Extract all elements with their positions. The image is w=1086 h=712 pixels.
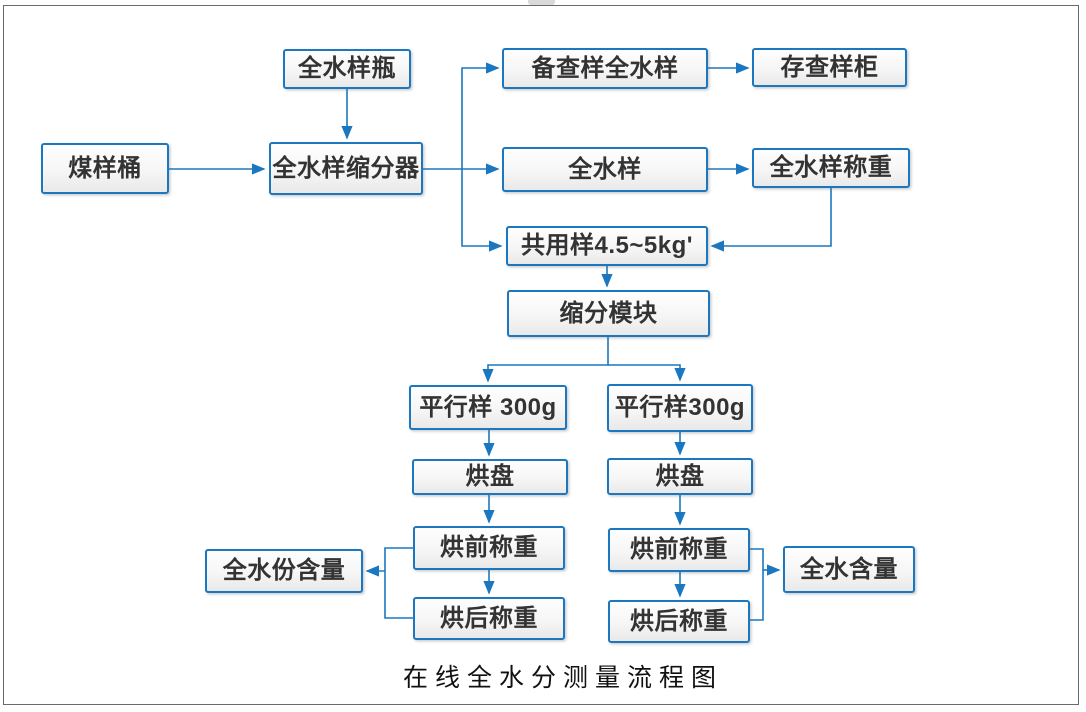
flow-node-full-water-sample: 全水样 [502,147,708,192]
flow-node-label: 烘盘 [655,462,705,490]
flow-node-label: 煤样桶 [68,154,142,182]
flow-node-label: 烘前称重 [630,536,728,563]
flow-node-label: 烘前称重 [440,534,538,561]
flow-node-storage-check-cabinet: 存查样柜 [752,48,907,87]
top-scroll-handle[interactable] [528,0,555,5]
flow-node-label: 烘后称重 [630,607,728,635]
flow-node-moisture-content-left: 全水份含量 [205,549,363,593]
flow-node-backup-full-water-sample: 备查样全水样 [502,48,708,89]
flow-node-parallel-sample-right: 平行样300g [607,384,753,432]
flow-node-shared-sample: 共用样4.5~5kg' [506,226,708,266]
flow-node-label: 共用样4.5~5kg' [521,232,693,259]
flow-node-label: 缩分模块 [559,299,658,327]
flow-node-label: 全水样 [568,155,642,183]
flow-node-label: 全水样称重 [769,154,893,181]
diagram-caption: 在线全水分测量流程图 [402,663,723,692]
flow-node-pre-drying-weighing-left: 烘前称重 [413,526,565,570]
flow-node-moisture-content-right: 全水含量 [783,546,915,593]
flow-node-label: 全水样瓶 [298,55,396,82]
flow-node-label: 全水含量 [800,555,898,583]
flow-node-label: 烘后称重 [440,604,538,632]
flow-node-label: 平行样300g [614,394,746,421]
flow-node-drying-tray-right: 烘盘 [607,458,753,495]
flow-node-label: 备查样全水样 [531,54,679,82]
flow-node-label: 全水样缩分器 [272,154,420,182]
flow-node-label: 平行样 300g [419,393,557,421]
flow-node-parallel-sample-left: 平行样 300g [409,385,567,430]
flow-node-label: 存查样柜 [780,53,879,81]
flow-node-post-drying-weighing-left: 烘后称重 [413,597,565,640]
flow-node-label: 全水份含量 [222,557,346,584]
flow-node-label: 烘盘 [465,463,515,490]
flow-node-post-drying-weighing-right: 烘后称重 [608,600,750,643]
flow-node-full-water-sample-divider: 全水样缩分器 [269,142,423,195]
flow-node-pre-drying-weighing-right: 烘前称重 [608,528,750,572]
flow-node-full-water-sample-weighing: 全水样称重 [752,148,910,188]
flow-node-drying-tray-left: 烘盘 [412,459,568,495]
flow-node-full-water-sample-bottle: 全水样瓶 [283,49,411,89]
flow-node-coal-sample-bucket: 煤样桶 [41,143,169,194]
flow-node-division-module: 缩分模块 [507,290,710,337]
